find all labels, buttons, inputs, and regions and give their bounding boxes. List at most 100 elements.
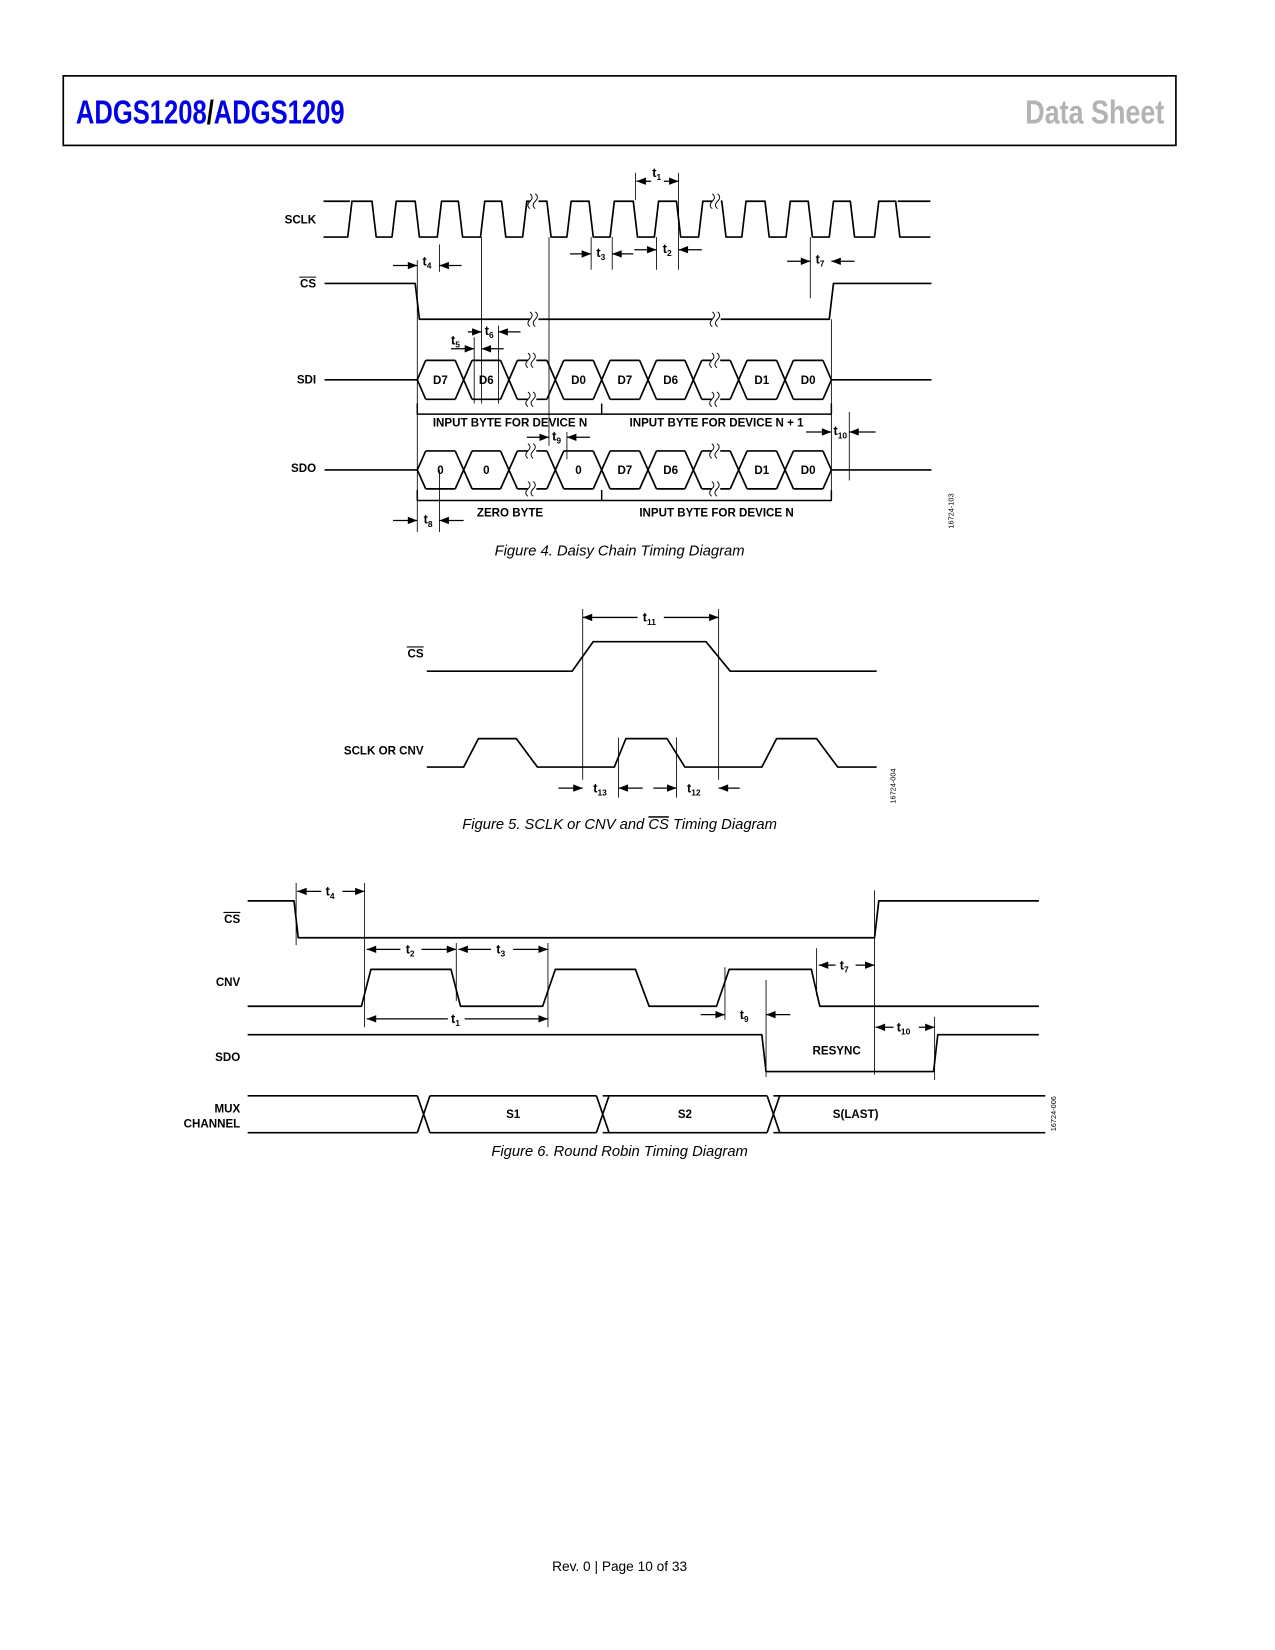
timing-subscript: 13 (597, 787, 607, 797)
bit-value-0: 0 (437, 465, 443, 477)
timing-label-t1: t1 (451, 1012, 460, 1028)
bit-value-4: D7 (617, 375, 632, 387)
timing-label-t3: t3 (496, 943, 505, 959)
break-gap (711, 447, 721, 455)
timing-label-t1: t1 (652, 166, 661, 182)
mux-bus-transition (416, 1095, 431, 1133)
arrowhead-icon (678, 246, 689, 254)
page-footer: Rev. 0 | Page 10 of 33 (552, 1559, 687, 1574)
break-mark-icon (530, 391, 536, 408)
resync-label: RESYNC (813, 1046, 862, 1058)
arrowhead-icon (582, 613, 593, 622)
mux-bus-segment (773, 1094, 1046, 1134)
break-mark-icon (709, 391, 715, 408)
timing-label-t13: t13 (593, 781, 607, 797)
break-gap (527, 357, 537, 364)
bit-value-8: D0 (801, 375, 816, 387)
arrowhead-icon (618, 784, 629, 792)
sdo-waveform (247, 1033, 1039, 1073)
cs-label: CS (300, 279, 316, 291)
timing-symbol: t (424, 513, 429, 527)
arrowhead-icon (669, 177, 679, 185)
bus-segment (425, 450, 456, 490)
timing-label-t10: t10 (897, 1021, 911, 1037)
bus-segment (563, 359, 594, 401)
caption-text: Timing Diagram (669, 817, 777, 833)
break-gap (530, 198, 539, 205)
bus-start (324, 360, 427, 400)
timing-symbol: t (451, 1012, 456, 1026)
bus-transition (454, 450, 473, 490)
bus-end (822, 450, 932, 490)
break-gap (530, 316, 539, 323)
break-mark-icon (709, 443, 715, 459)
arrowhead-icon (297, 887, 307, 896)
timing-subscript: 2 (667, 248, 672, 258)
timing-symbol: t (897, 1021, 902, 1035)
arrowhead-icon (446, 945, 457, 954)
caption-cs-overlined: CS (648, 817, 669, 833)
bus-segment (747, 359, 777, 401)
mux-bus-transition (766, 1095, 781, 1133)
sdo-byte-bracket (416, 489, 833, 502)
break-mark-icon (525, 391, 531, 408)
bit-value-5: D6 (663, 465, 678, 477)
caption-text: Figure 5. SCLK or CNV and (462, 817, 648, 833)
bus-transition (499, 450, 519, 490)
timing-subscript: 3 (501, 949, 506, 959)
cs-waveform (247, 900, 1039, 939)
arrowhead-icon (573, 784, 583, 792)
bus-transition (638, 360, 658, 400)
arrowhead-icon (472, 328, 482, 336)
break-mark-icon (714, 311, 721, 328)
bus-segment (656, 450, 685, 490)
break-mark-icon (525, 443, 531, 459)
sdi-group-label-device-n: INPUT BYTE FOR DEVICE N (433, 418, 587, 430)
timing-subscript: 9 (556, 436, 561, 446)
figure-5-caption: Figure 5. SCLK or CNV and CS Timing Diag… (462, 817, 777, 833)
timing-label-t12: t12 (687, 781, 701, 797)
sclk-or-cnv-waveform (426, 737, 877, 768)
sdi-label: SDI (297, 375, 316, 387)
bit-value-1: D6 (479, 375, 494, 387)
timing-symbol: t (406, 943, 411, 957)
mux-channel-2: S2 (678, 1109, 692, 1121)
product-title-part2: ADGS1209 (214, 93, 345, 131)
cnv-waveform (247, 968, 1039, 1008)
arrowhead-icon (766, 1010, 776, 1019)
break-mark-icon (709, 193, 715, 209)
timing-symbol: t (451, 334, 456, 348)
timing-label-t2: t2 (406, 943, 415, 959)
timing-symbol: t (593, 781, 598, 795)
bus-segment (425, 359, 456, 401)
timing-label-t6: t6 (485, 324, 494, 340)
bus-segment (656, 359, 685, 401)
arrowhead-icon (439, 261, 449, 270)
break-mark-icon (714, 391, 720, 408)
bus-transition (592, 360, 611, 400)
arrowhead-icon (646, 246, 657, 254)
timing-symbol: t (596, 246, 601, 260)
timing-symbol: t (326, 885, 331, 899)
arrowhead-icon (875, 1023, 886, 1031)
break-mark-icon (709, 481, 715, 497)
bus-segment (610, 450, 640, 490)
arrowhead-icon (498, 328, 508, 336)
arrowhead-icon (865, 961, 875, 969)
timing-label-t5: t5 (451, 334, 460, 350)
timing-symbol: t (496, 943, 501, 957)
timing-label-t3: t3 (596, 246, 605, 262)
figure-4-caption: Figure 4. Daisy Chain Timing Diagram (495, 543, 745, 559)
arrowhead-icon (407, 516, 418, 525)
timing-symbol: t (652, 166, 657, 180)
timing-label-t10: t10 (833, 424, 847, 440)
break-gap (712, 316, 721, 323)
bit-value-0: D7 (433, 375, 448, 387)
timing-label-t7: t7 (840, 958, 849, 974)
arrowhead-icon (566, 433, 577, 441)
figure-id: 16724-006 (1049, 1096, 1058, 1131)
arrowhead-icon (481, 345, 492, 353)
mux-channel-1: S1 (506, 1109, 521, 1121)
